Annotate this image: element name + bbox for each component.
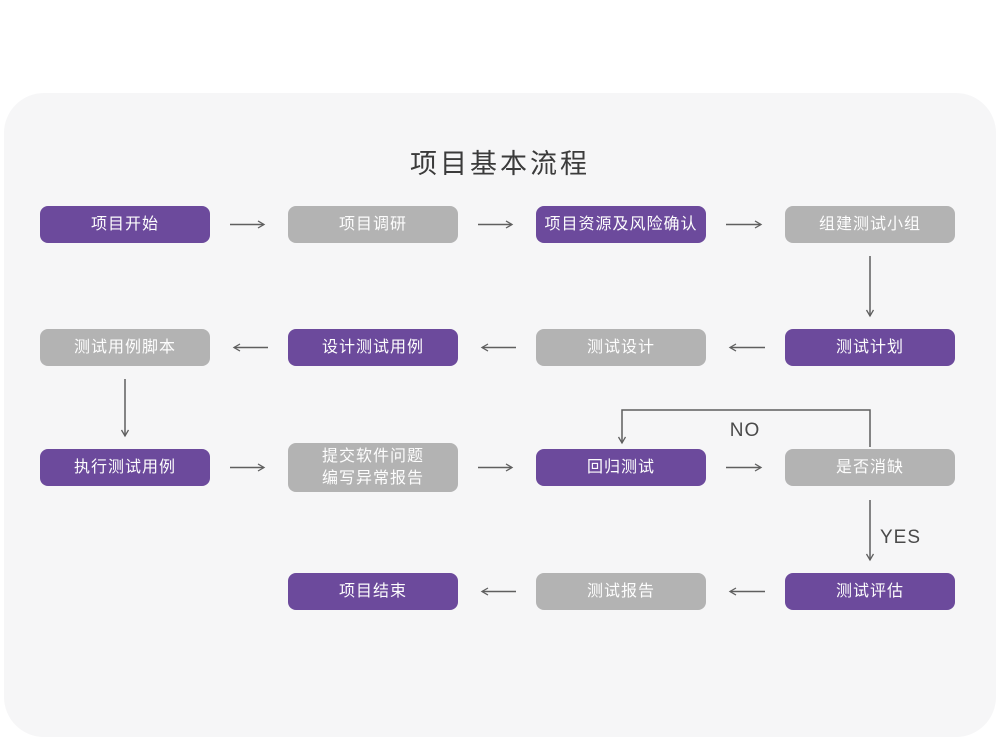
node-test-plan: 测试计划 <box>785 329 955 366</box>
node-regression-test: 回归测试 <box>536 449 706 486</box>
node-test-report: 测试报告 <box>536 573 706 610</box>
node-test-design: 测试设计 <box>536 329 706 366</box>
node-project-start: 项目开始 <box>40 206 210 243</box>
node-build-test-team: 组建测试小组 <box>785 206 955 243</box>
node-label-line2: 编写异常报告 <box>321 469 424 487</box>
flowchart-card <box>4 93 996 737</box>
node-run-test-cases: 执行测试用例 <box>40 449 210 486</box>
node-submit-issues-report: 提交软件问题 编写异常报告 <box>288 443 458 492</box>
node-test-evaluation: 测试评估 <box>785 573 955 610</box>
node-project-research: 项目调研 <box>288 206 458 243</box>
node-design-test-cases: 设计测试用例 <box>288 329 458 366</box>
node-defect-cleared: 是否消缺 <box>785 449 955 486</box>
page-title: 项目基本流程 <box>410 149 590 179</box>
node-resource-risk-confirm: 项目资源及风险确认 <box>536 206 706 243</box>
node-test-case-script: 测试用例脚本 <box>40 329 210 366</box>
node-label-line1: 提交软件问题 <box>321 447 424 465</box>
node-project-end: 项目结束 <box>288 573 458 610</box>
